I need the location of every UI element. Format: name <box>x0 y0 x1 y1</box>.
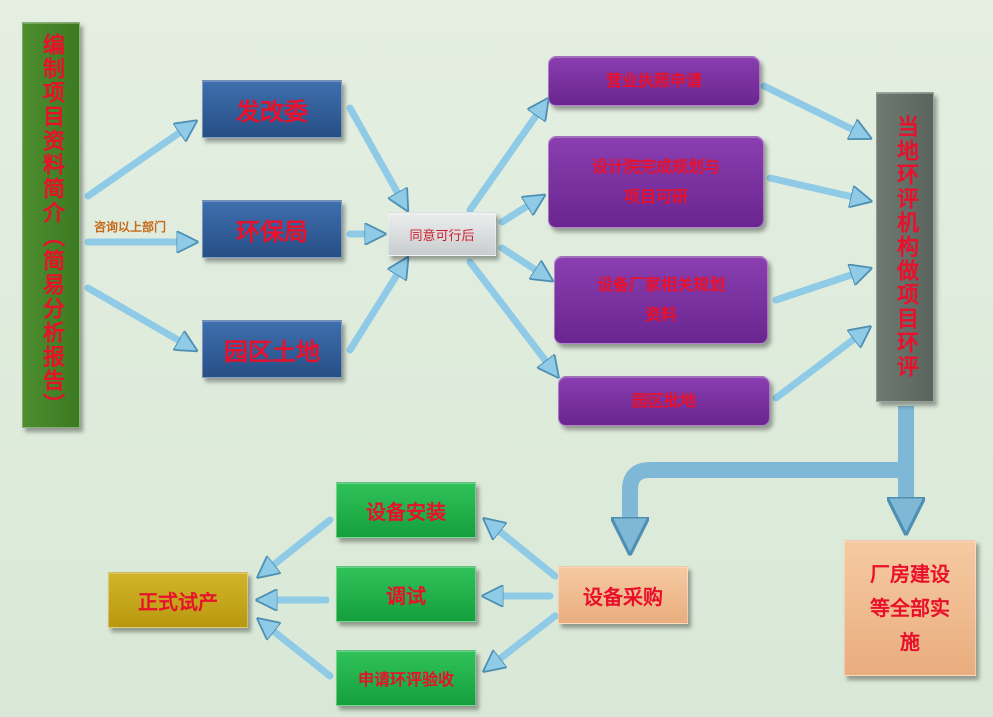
install-box: 设备安装 <box>336 482 476 538</box>
arrow-left-to-fagaiwei <box>84 124 192 200</box>
task-equip-line2: 资料 <box>644 305 677 324</box>
arrow-purchase-to-install <box>488 522 559 580</box>
acceptance-label: 申请环评验收 <box>357 670 454 689</box>
factory-line2: 等全部实 <box>870 596 950 620</box>
project-brief-box: 编制项目资料简介（简易分析报告） <box>22 22 80 428</box>
arrow-approve-to-license <box>466 103 545 214</box>
arrow-yuanqu-to-approve <box>346 262 405 354</box>
task-land-label: 园区批地 <box>631 390 696 410</box>
dept-yuanqu-tudi: 园区土地 <box>202 320 342 378</box>
trial-box: 正式试产 <box>108 572 248 628</box>
purchase-label: 设备采购 <box>583 584 663 609</box>
arrow-land-to-eia <box>772 330 866 402</box>
task-license: 营业执照申请 <box>548 56 760 106</box>
task-land: 园区批地 <box>558 376 770 426</box>
arrow-equip-to-eia <box>772 270 866 304</box>
project-brief-text: 编制项目资料简介（简易分析报告） <box>39 33 64 417</box>
arrow-approve-to-land <box>466 258 555 373</box>
arrow-install-to-trial <box>262 516 334 574</box>
dept-fagaiwei-label: 发改委 <box>236 97 308 126</box>
dept-fagaiwei: 发改委 <box>202 80 342 138</box>
install-label: 设备安装 <box>366 499 446 524</box>
dept-huanbaoju-label: 环保局 <box>236 217 308 246</box>
arrow-left-to-yuanqu <box>84 284 192 348</box>
task-equip-plan: 设备厂家相关规划 资料 <box>554 256 768 344</box>
trial-label: 正式试产 <box>138 589 218 614</box>
task-design-line2: 项目可研 <box>623 187 688 206</box>
acceptance-box: 申请环评验收 <box>336 650 476 706</box>
dept-yuanqu-tudi-label: 园区土地 <box>224 337 320 366</box>
dept-huanbaoju: 环保局 <box>202 200 342 258</box>
arrow-purchase-to-acceptance <box>488 612 559 668</box>
factory-line1: 厂房建设 <box>870 562 950 586</box>
approve-label: 同意可行后 <box>409 228 475 244</box>
arrow-license-to-eia <box>760 82 866 136</box>
eia-text: 当地环评机构做项目环评 <box>893 115 918 379</box>
consult-label: 咨询以上部门 <box>94 220 167 234</box>
arrow-approve-to-equip <box>498 244 548 278</box>
arrow-acceptance-to-trial <box>262 622 334 680</box>
task-design: 设计院完成规划与 项目可研 <box>548 136 764 228</box>
factory-box: 厂房建设 等全部实 施 <box>844 540 976 676</box>
debug-label: 调试 <box>386 583 426 608</box>
purchase-box: 设备采购 <box>558 566 688 624</box>
arrow-design-to-eia <box>766 174 866 200</box>
arrow-eia-to-purchase <box>630 462 906 540</box>
arrow-approve-to-design <box>498 198 540 226</box>
debug-box: 调试 <box>336 566 476 622</box>
eia-box: 当地环评机构做项目环评 <box>876 92 934 402</box>
arrow-fagaiwei-to-approve <box>346 104 405 206</box>
task-equip-line1: 设备厂家相关规划 <box>596 274 725 294</box>
approve-box: 同意可行后 <box>388 212 496 256</box>
factory-line3: 施 <box>900 630 920 654</box>
task-design-line1: 设计院完成规划与 <box>591 156 720 176</box>
task-license-label: 营业执照申请 <box>605 70 702 90</box>
